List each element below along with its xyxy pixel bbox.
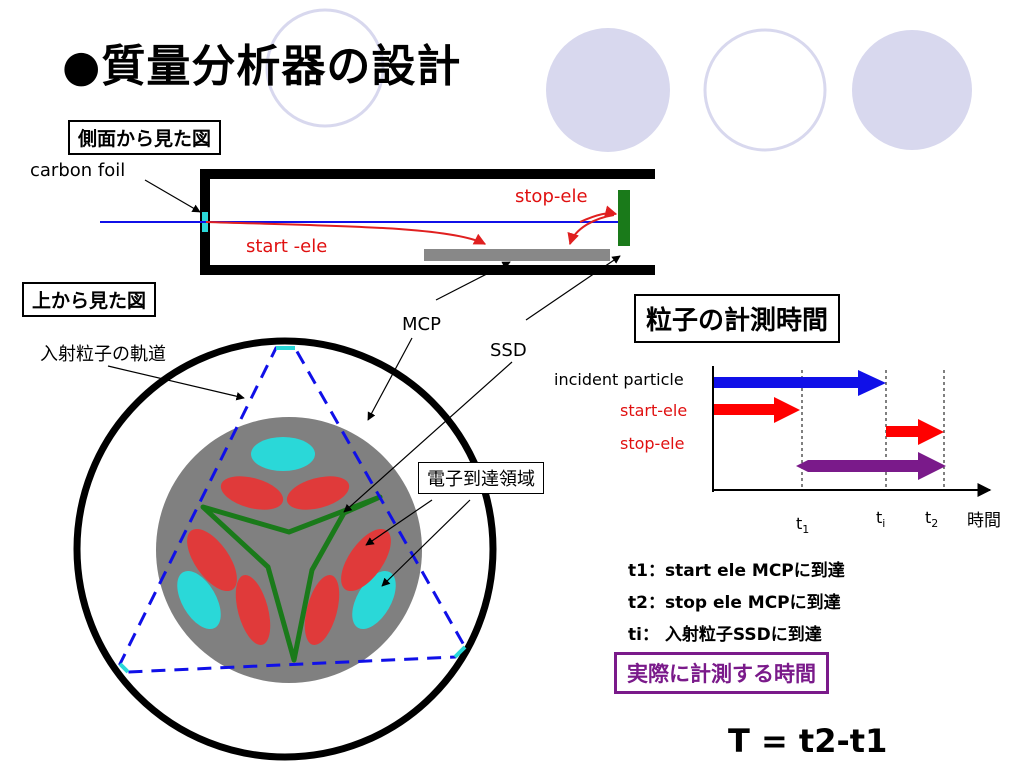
legend-ti: ti： 入射粒子SSDに到達: [628, 625, 822, 645]
side-view-housing: [100, 169, 655, 321]
row-label-incident: incident particle: [554, 370, 684, 389]
start-ele-label: start -ele: [246, 236, 328, 257]
measured-arrow-left: [796, 460, 808, 472]
start-ele-arrow: [774, 397, 800, 423]
stop-electron-path: [567, 214, 615, 246]
red-region: [341, 528, 391, 592]
red-region: [304, 575, 340, 645]
trajectory-pointer: [107, 365, 245, 401]
trajectory-label: 入射粒子の軌道: [40, 344, 166, 365]
stop-detector: [618, 190, 630, 246]
bg-circle-filled: [546, 28, 670, 152]
top-view-label: 上から見た図: [22, 282, 157, 317]
incident-arrow: [858, 370, 886, 396]
carbon-foil-pointer: [144, 179, 201, 213]
stop-ele-label: stop-ele: [515, 186, 588, 207]
region-pointer: [365, 499, 433, 546]
tick-ti: ti: [876, 508, 886, 531]
electron-region-label: 電子到達領域: [418, 462, 544, 494]
tick-t1: t1: [796, 514, 810, 537]
carbon-foil-label: carbon foil: [30, 160, 126, 181]
region-pointer: [381, 499, 471, 587]
page-title: ●質量分析器の設計: [62, 41, 462, 92]
cyan-region: [251, 437, 315, 471]
time-axis-label: 時間: [967, 511, 1001, 531]
timing-title: 粒子の計測時間: [634, 294, 841, 343]
outer-housing-circle: [73, 337, 497, 761]
mcp-label: MCP: [402, 314, 441, 335]
start-electron-path: [205, 221, 487, 245]
ssd-outline: [200, 494, 383, 663]
legend-t1: t1：start ele MCPに到達: [628, 561, 845, 581]
top-view: [73, 337, 513, 761]
measured-time-label: 実際に計測する時間: [614, 652, 829, 694]
bg-circle-outline: [265, 8, 385, 128]
bg-circle-filled: [852, 30, 972, 150]
bg-circle-outline: [703, 28, 827, 152]
red-region: [235, 575, 271, 645]
stop-ele-arrow: [918, 419, 944, 445]
formula: T = t2-t1: [728, 722, 888, 760]
measured-arrow-right: [918, 452, 946, 480]
row-label-stop: stop-ele: [620, 434, 685, 453]
tick-t2: t2: [925, 508, 939, 531]
side-view-label: 側面から見た図: [68, 120, 222, 155]
mcp-top-pointer: [367, 337, 413, 421]
mcp-plate: [424, 249, 610, 261]
ssd-top-pointer: [343, 361, 513, 513]
mcp-pointer: [435, 261, 511, 301]
timing-diagram: [712, 366, 992, 497]
red-region: [286, 476, 350, 510]
cyan-region: [177, 571, 221, 629]
ssd-pointer: [525, 255, 621, 321]
red-region: [220, 476, 284, 510]
legend-t2: t2：stop ele MCPに到達: [628, 593, 841, 613]
red-region: [187, 528, 237, 592]
ssd-label: SSD: [490, 340, 527, 361]
row-label-start: start-ele: [620, 401, 688, 420]
